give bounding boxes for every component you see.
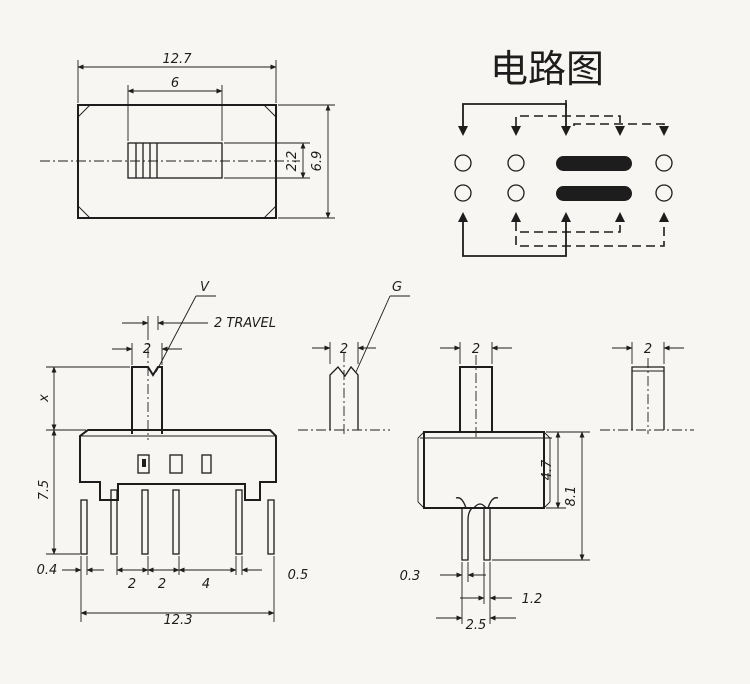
front-body	[79, 429, 277, 501]
label-dim-front-actuator: 2	[143, 342, 151, 357]
label-dim-end-pin: 0.5	[288, 568, 309, 583]
circuit-dash-outer-top	[573, 123, 665, 126]
front-window	[137, 454, 150, 474]
circuit-diagram: 电路图	[454, 47, 673, 257]
label-dim-side-total: 8.1	[564, 486, 579, 507]
label-dim-pin-width: 0.4	[37, 563, 58, 578]
top-body-outline	[77, 104, 277, 219]
top-actuator-slot	[127, 142, 223, 179]
top-actuator-ribs	[135, 143, 158, 178]
label-dim-pitch-c: 4	[202, 577, 210, 592]
terminal-circle	[655, 154, 673, 172]
front-window	[169, 454, 183, 474]
contact-bar-bottom	[556, 186, 632, 201]
label-dim-top-slot: 6	[171, 76, 179, 91]
side-pins	[455, 497, 499, 561]
top-corner-marks	[77, 104, 277, 219]
terminal-circle	[454, 184, 472, 202]
side-body	[423, 431, 545, 509]
terminal-circle	[454, 154, 472, 172]
label-dim-pitch-b: 2	[158, 577, 166, 592]
label-dim-side-span: 2.5	[466, 618, 487, 633]
circuit-solid-bottom	[462, 222, 567, 257]
circuit-solid-top	[462, 103, 567, 126]
label-dim-side-body: 4.7	[540, 459, 555, 480]
label-g: G	[392, 280, 402, 295]
label-dim-pitch-a: 2	[128, 577, 136, 592]
label-v: V	[200, 280, 210, 295]
front-window	[201, 454, 212, 474]
contact-bar-top	[556, 156, 632, 171]
label-dim-side-pin2: 1.2	[522, 592, 543, 607]
terminal-circle	[655, 184, 673, 202]
v-detail: 2	[298, 342, 390, 434]
label-dim-front-total: 12.3	[164, 613, 193, 628]
label-dim-top-length: 12.7	[163, 52, 193, 67]
circuit-dash-inner-top	[515, 115, 621, 126]
circuit-title: 电路图	[490, 47, 604, 91]
flat-detail: 2	[600, 342, 694, 434]
label-travel: 2 TRAVEL	[214, 316, 276, 331]
terminal-circle	[507, 184, 525, 202]
label-dim-flat-detail: 2	[644, 342, 652, 357]
front-pins	[80, 489, 275, 555]
terminal-circle	[507, 154, 525, 172]
label-dim-top-actuator: 2.2	[285, 151, 300, 172]
circuit-dash-outer-bottom	[515, 222, 665, 247]
g-detail: G	[355, 280, 410, 373]
label-dim-side-actuator: 2	[472, 342, 480, 357]
side-view: 2 4.7 8.1 0.3 1.2 2.5	[400, 342, 590, 633]
v-notch-profile	[329, 365, 359, 430]
front-actuator	[131, 366, 163, 434]
front-view: V 2 TRAVEL 2 x 7.5 0.4 2	[37, 280, 309, 628]
circuit-dash-inner-bottom	[515, 222, 621, 233]
label-dim-v-detail: 2	[340, 342, 348, 357]
top-view: 12.7 6 2.2 6.9	[40, 52, 335, 219]
label-dim-side-pin: 0.3	[400, 569, 421, 584]
label-dim-top-width: 6.9	[310, 151, 325, 172]
label-dim-x: x	[37, 394, 52, 403]
label-dim-front-height: 7.5	[37, 480, 52, 501]
